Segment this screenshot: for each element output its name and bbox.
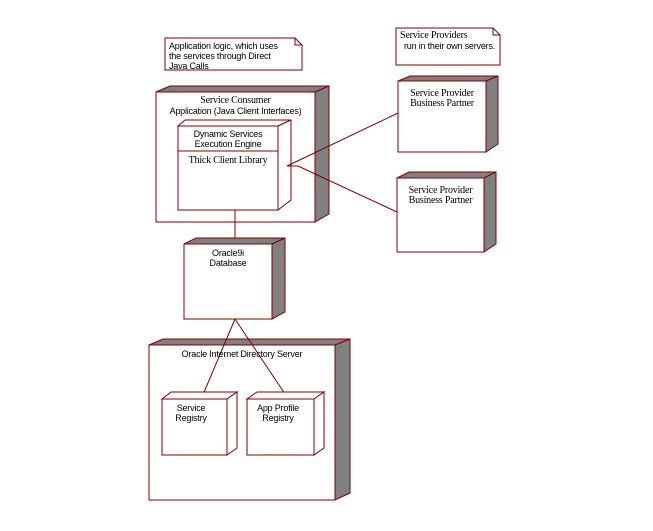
service-registry-node <box>160 391 239 456</box>
consumer-node-label: Service Consumer Application (Java Clien… <box>156 95 315 117</box>
provider-node-2 <box>396 171 497 253</box>
engine-label-line-2: Execution Engine <box>194 139 262 149</box>
provider-node-1-label-line-2: Business Partner <box>410 98 474 109</box>
provider-node-1-label-line-1: Service Provider <box>410 88 474 99</box>
connector-engine-provider-1 <box>286 112 399 167</box>
note-providers-fold <box>492 28 500 36</box>
service-registry-label-line-2: Registry <box>175 413 207 423</box>
connector-database-service-registry <box>201 318 236 398</box>
app-profile-registry-node <box>245 391 326 456</box>
database-label-line-2: Database <box>209 258 247 268</box>
provider-node-1 <box>397 75 499 153</box>
provider-node-1-label: Service Provider Business Partner <box>398 89 486 109</box>
note-app-logic-line-1: Application logic, which uses <box>169 41 278 51</box>
connector-engine-provider-2 <box>297 165 398 213</box>
engine-component <box>176 119 292 212</box>
service-registry-label: Service Registry <box>162 403 220 423</box>
note-app-logic-line-2: the services through Direct <box>169 51 271 61</box>
note-providers-line-1: Service Providers <box>400 30 468 41</box>
consumer-node-label-line-1: Service Consumer <box>200 95 271 106</box>
app-profile-registry-label-line-1: App Profile <box>257 403 299 413</box>
app-profile-registry-label: App Profile Registry <box>247 403 309 423</box>
provider-node-2-label: Service Provider Business Partner <box>397 186 484 206</box>
engine-label-line-1: Dynamic Services <box>193 129 263 139</box>
oid-server-label: Oracle Internet Directory Server <box>181 349 303 359</box>
service-registry-label-line-1: Service <box>176 403 206 413</box>
database-label-line-1: Oracle9i <box>212 248 244 258</box>
database-label: Oracle9i Database <box>184 248 272 268</box>
app-profile-registry-label-line-2: Registry <box>262 413 294 423</box>
connector-database-app-profile-registry <box>234 318 288 398</box>
provider-node-2-label-line-2: Business Partner <box>408 195 473 206</box>
note-app-logic-line-3: Java Calls <box>169 61 209 71</box>
engine-label: Dynamic Services Execution Engine <box>178 129 278 149</box>
database-node <box>183 237 286 320</box>
library-label: Thick Client Library <box>188 155 268 166</box>
provider-node-2-label-line-1: Service Provider <box>408 185 473 196</box>
consumer-node-label-line-2: Application (Java Client Interfaces) <box>169 106 302 116</box>
note-providers: Service Providers run in their own serve… <box>400 30 496 52</box>
note-providers-line-2: run in their own servers. <box>404 41 496 51</box>
note-providers-shape <box>395 27 501 66</box>
note-app-logic-shape <box>164 37 303 71</box>
note-app-logic-fold <box>294 38 302 46</box>
note-app-logic: Application logic, which uses the servic… <box>169 41 278 71</box>
